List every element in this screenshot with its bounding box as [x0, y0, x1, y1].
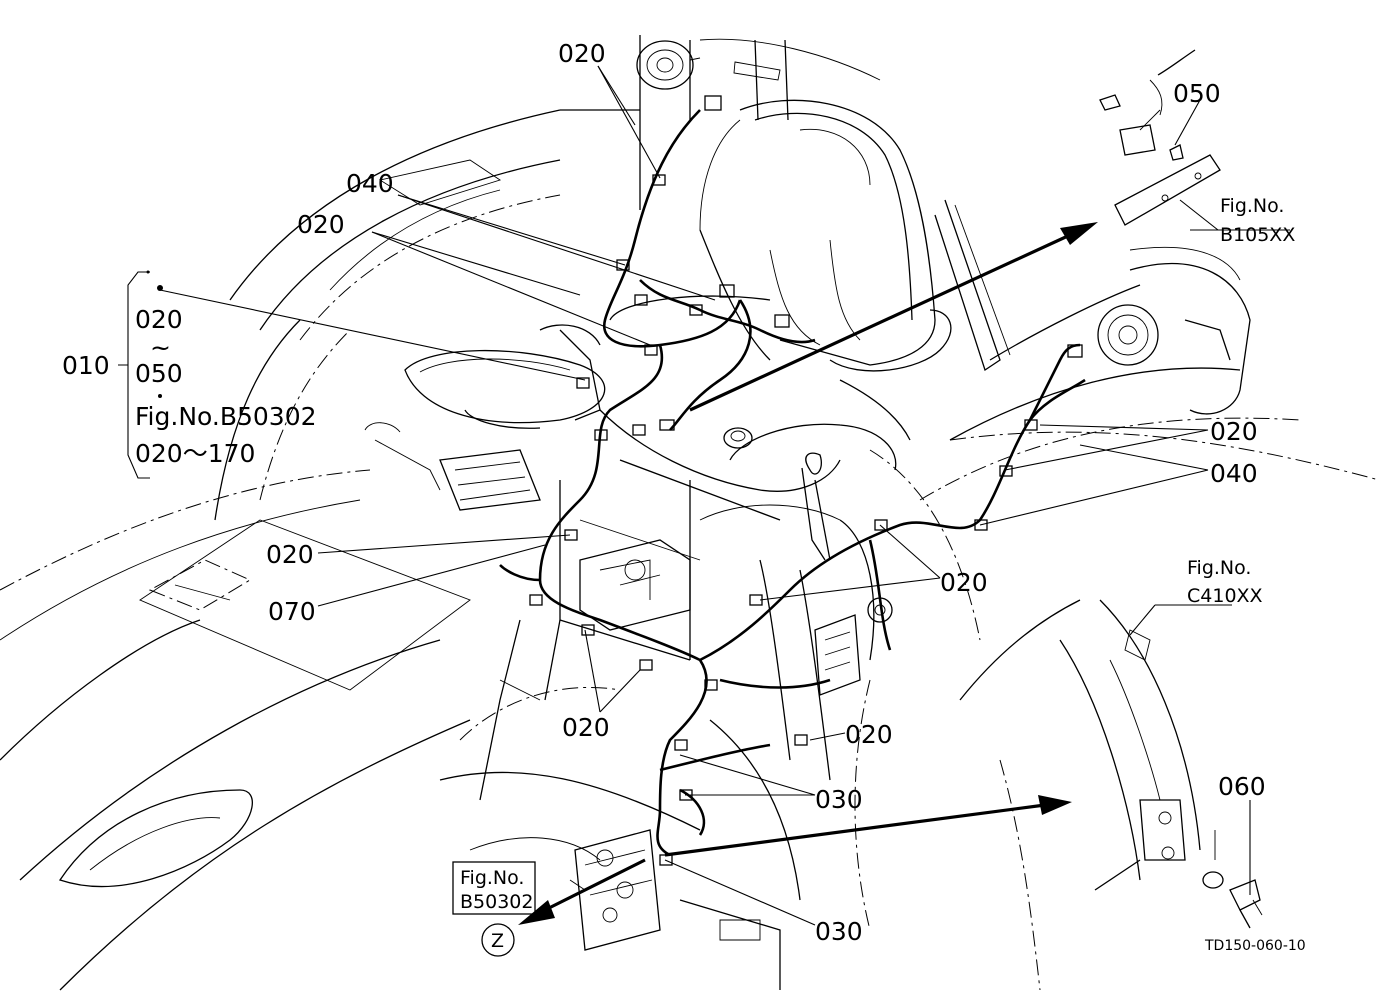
callout-020-lower-right: 020 — [845, 720, 893, 749]
callout-070: 070 — [268, 597, 316, 626]
sensor-050-component — [1099, 49, 1221, 226]
callout-030-upper: 030 — [815, 785, 863, 814]
leader-lines — [159, 65, 1290, 926]
callout-020-top: 020 — [558, 39, 606, 68]
figref-c410xx[interactable]: Fig.No. C410XX — [1187, 557, 1263, 607]
view-marker-z: Z — [481, 923, 515, 957]
callout-040-right: 040 — [1210, 459, 1258, 488]
group-010-range-start: 020 — [135, 305, 183, 334]
group-010-figref-range: 020～170 — [135, 439, 255, 468]
figref-b105xx-line1: Fig.No. — [1220, 195, 1284, 217]
view-marker-z-label: Z — [491, 930, 504, 952]
group-010-figref: Fig.No.B50302 — [135, 402, 317, 431]
callout-020-left-mid: 020 — [266, 540, 314, 569]
figref-b105xx[interactable]: Fig.No. B105XX — [1220, 195, 1295, 246]
callout-030-lower: 030 — [815, 917, 863, 946]
callout-040-left: 040 — [346, 169, 394, 198]
figref-b50302-line1: Fig.No. — [460, 867, 524, 889]
horn-right-component — [1097, 304, 1159, 366]
group-010-range-end: 050 — [135, 359, 183, 388]
figref-b50302-line2: B50302 — [460, 891, 533, 913]
horn-top-component — [636, 40, 701, 90]
callout-020-left: 020 — [297, 210, 345, 239]
figref-b105xx-line2: B105XX — [1220, 224, 1295, 246]
group-010-label: 010 — [62, 351, 110, 380]
callout-060: 060 — [1218, 772, 1266, 801]
figref-c410xx-line2: C410XX — [1187, 585, 1263, 607]
tractor-line-art — [0, 35, 1379, 991]
view-arrows — [518, 222, 1098, 925]
ground-bolt-060-component — [1202, 830, 1263, 929]
callout-020-right: 020 — [1210, 417, 1258, 446]
group-010-tilde: ~ — [150, 333, 171, 362]
dash-gauge-component — [723, 427, 753, 449]
group-010: 010 020 ~ 050 Fig.No.B50302 020～170 — [62, 270, 317, 479]
figref-b50302[interactable]: Fig.No. B50302 — [452, 861, 536, 915]
callout-050: 050 — [1173, 79, 1221, 108]
callout-labels: 020 040 020 050 020 040 020 070 020 020 … — [266, 39, 1266, 946]
callout-020-center-right: 020 — [940, 568, 988, 597]
figref-c410xx-line1: Fig.No. — [1187, 557, 1251, 579]
wire-harness — [499, 109, 1086, 857]
drawing-code: TD150-060-10 — [1204, 938, 1306, 954]
callout-020-lower: 020 — [562, 713, 610, 742]
